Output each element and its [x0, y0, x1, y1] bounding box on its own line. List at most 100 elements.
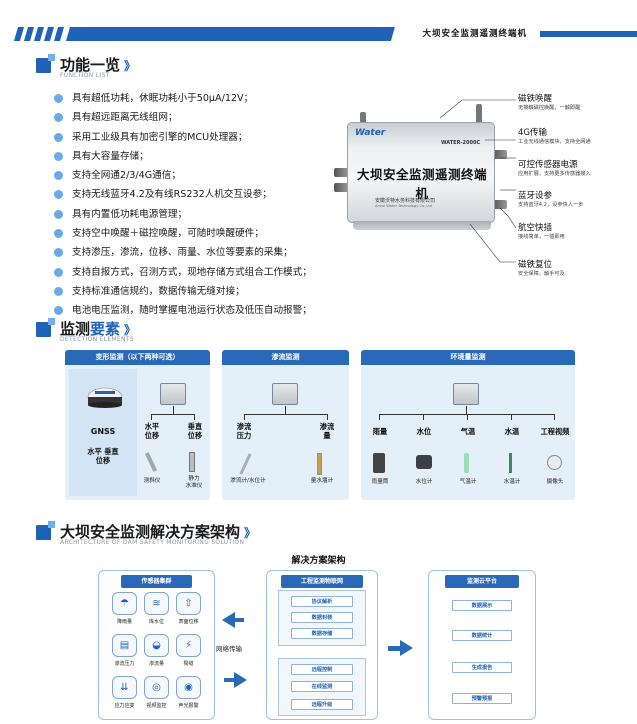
sensor-label: 声光报警 [178, 703, 199, 709]
port-icon [334, 183, 348, 192]
port-icon [493, 150, 507, 159]
env-label: 工程视频 [540, 427, 570, 436]
cloud-item: 数据统计 [452, 630, 512, 641]
solution-architecture-title: 解决方案架构 [291, 556, 346, 566]
architecture-title: 大坝安全监测解决方案架构》 [60, 523, 257, 541]
sensor-label: 渗流压力 [114, 661, 135, 667]
env-device-label: 水温计 [503, 479, 521, 485]
panel-title: 渗流监测 [222, 350, 349, 365]
arrow-shaft [224, 678, 234, 682]
environment-panel: 环境量监测 雨量 水位 气温 水温 工程视频 雨量筒 水位计 气温计 水温计 摄… [361, 350, 575, 500]
detection-title: 监测要素》 [60, 320, 137, 338]
feature-item: 具有超远距离无线组网； [54, 108, 344, 127]
deformation-panel: 变形监测（以下两种可选） GNSS 水平 垂直 位移 水平 位移 垂直 位移 测… [65, 350, 210, 500]
weir-meter-icon [317, 453, 322, 475]
camera-icon [547, 455, 562, 470]
gnss-label: GNSS [90, 427, 116, 436]
vertical-displacement-label: 垂直 位移 [187, 422, 203, 440]
feature-item: 具有大容量存储； [54, 147, 344, 166]
sensor-label: 裂缝 [183, 661, 194, 667]
network-transfer-label: 网络传输 [216, 645, 242, 653]
sensor-cluster-title: 传感器集群 [121, 575, 192, 588]
header-stripe [14, 27, 637, 41]
env-label: 水温 [504, 427, 520, 436]
env-label: 雨量 [372, 427, 388, 436]
rain-gauge-icon: ☂ [112, 592, 137, 615]
env-device-label: 水位计 [415, 479, 433, 485]
leveling-icon [189, 452, 195, 472]
callout-magnet-wake: 磁铁唤醒 无接触磁控唤醒，一触即醒 [518, 94, 581, 111]
net-item: 在线监测 [291, 681, 353, 692]
seepage-pressure-label: 渗流 压力 [236, 422, 252, 440]
sensor-label: 表面位移 [178, 619, 199, 625]
callout-lines [439, 99, 517, 263]
net-item: 协议解析 [291, 596, 353, 607]
alarm-icon: ◉ [176, 676, 201, 699]
cloud-item: 生成报告 [452, 662, 512, 673]
feature-list: 具有超低功耗，休眠功耗小于50μA/12V； 具有超远距离无线组网； 采用工业级… [54, 89, 344, 321]
port-icon [493, 200, 507, 209]
seepage-flow-label: 渗流 量 [319, 422, 335, 440]
leveling-label: 静力 水准仪 [185, 476, 203, 489]
feature-item: 支持自报方式，召测方式，现地存储方式组合工作模式； [54, 263, 344, 282]
net-item: 数据存储 [291, 628, 353, 639]
device-image [347, 122, 495, 223]
rtu-box-icon [272, 383, 298, 405]
env-label: 水位 [416, 427, 432, 436]
callout-sensor-power: 可控传感器电源 应用扩展，支持更多传感器接入 [518, 160, 591, 177]
device-model: WATER-2000C [441, 140, 481, 146]
sensor-label: 渗流量 [148, 661, 164, 667]
arrow-shaft [234, 618, 244, 622]
feature-item: 支持无线蓝牙4.2及有线RS232人机交互设参； [54, 185, 344, 204]
piezometer-icon [239, 453, 252, 475]
cloud-platform-title: 监测云平台 [445, 575, 519, 588]
feature-item: 具有超低功耗，休眠功耗小于50μA/12V； [54, 89, 344, 108]
net-item: 远程控制 [291, 664, 353, 675]
inclinometer-label: 测斜仪 [143, 478, 161, 484]
panel-title: 环境量监测 [361, 350, 575, 365]
device-logo: Water [355, 128, 386, 138]
env-device-label: 雨量筒 [371, 479, 389, 485]
arrow-right-icon [234, 672, 247, 688]
rtu-box-icon [453, 383, 479, 405]
callout-aviation-plug: 航空快插 接线简单，一插即用 [518, 223, 565, 240]
thermometer-icon [464, 453, 469, 473]
arrow-shaft [388, 646, 400, 651]
feature-item: 采用工业级具有加密引擎的MCU处理器； [54, 128, 344, 147]
features-subtitle: FUNCTION LIST [60, 72, 110, 79]
feature-item: 电池电压监测，随时掌握电池运行状态及低压自动报警； [54, 301, 344, 320]
header-title: 大坝安全监测遥测终端机 [422, 29, 527, 39]
architecture-subtitle: ARCHITECTURE OF DAM SAFETY MONITORING SO… [60, 539, 245, 546]
device-company: 安徽沃特水务科技有限公司 [375, 198, 436, 204]
feature-item: 支持渗压，渗流，位移、雨量、水位等要素的采集； [54, 243, 344, 262]
callout-magnet-reset: 磁铁复位 安全保障，触手可及 [518, 260, 565, 277]
seepage-flow-icon: ◒ [144, 634, 169, 657]
env-label: 气温 [460, 427, 476, 436]
arrow-right-icon [400, 640, 413, 656]
surface-displacement-icon: ⇧ [176, 592, 201, 615]
weir-meter-label: 量水堰计 [310, 478, 334, 484]
feature-item: 支持标准通信规约，数据传输无缝对接； [54, 282, 344, 301]
arrow-left-icon [222, 612, 235, 628]
gnss-antenna-icon [87, 387, 123, 408]
sensor-label: 库水位 [148, 619, 164, 625]
cloud-item: 数据展示 [452, 600, 512, 611]
net-item: 远程升级 [291, 699, 353, 710]
antenna-icon [360, 112, 366, 123]
crack-icon: ⚡ [176, 634, 201, 657]
feature-item: 具有内置低功耗电源管理； [54, 205, 344, 224]
sensor-label: 应力应变 [114, 703, 135, 709]
iot-network-title: 工程监测物联网 [281, 575, 363, 588]
feature-item: 支持空中唤醒＋磁控唤醒，可随时唤醒硬件； [54, 224, 344, 243]
sensor-label: 视频监控 [146, 703, 167, 709]
env-device-label: 气温计 [459, 479, 477, 485]
callout-4g: 4G传输 工业无线通信模块，支持全网通 [518, 128, 591, 145]
device-company-en: Anhui Water Technology Co.,Ltd [375, 204, 433, 208]
sensor-label: 降雨量 [116, 619, 132, 625]
seepage-panel: 渗流监测 渗流 压力 渗流 量 渗流计/水位计 量水堰计 [222, 350, 349, 500]
gnss-sub-label: 水平 垂直 位移 [87, 447, 119, 465]
detection-subtitle: DETECTION ELEMENTS [60, 336, 134, 343]
rain-gauge-icon [373, 453, 385, 473]
water-thermometer-icon [509, 453, 512, 473]
panel-title: 变形监测（以下两种可选） [65, 350, 210, 365]
